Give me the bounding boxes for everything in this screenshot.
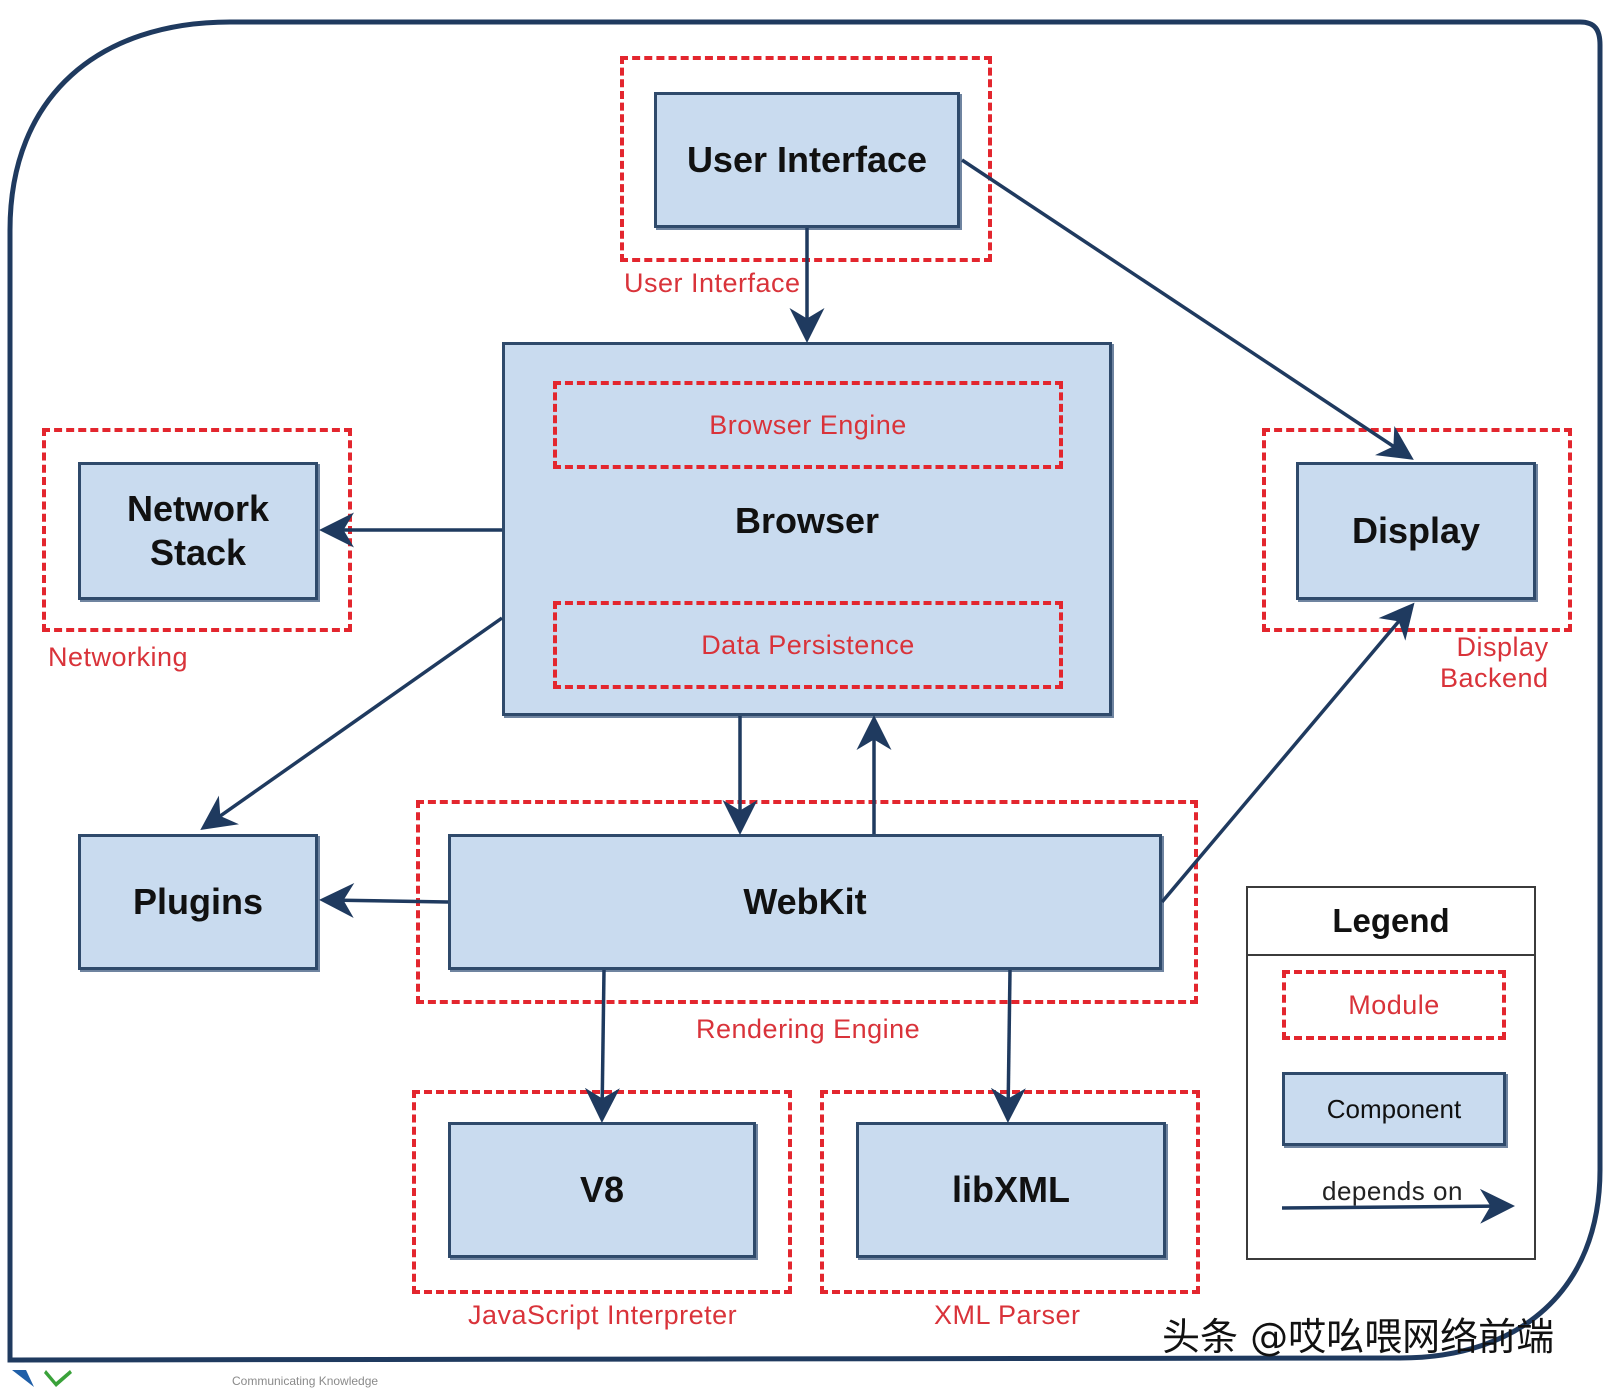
module-display-backend [1262, 428, 1572, 632]
arrow-ui-to-display [961, 158, 1414, 460]
legend-depends-label: depends on [1322, 1176, 1463, 1206]
legend-component-label: Component [1326, 1093, 1462, 1124]
arrow-webkit-to-v8 [584, 969, 620, 1123]
legend-component-sample: Component [1282, 1072, 1506, 1146]
component-webkit: WebKit [448, 834, 1162, 970]
module-label-display-backend: Display Backend [1440, 632, 1549, 693]
module-browser-engine: Browser Engine [553, 381, 1063, 469]
component-label-network-stack: Network Stack [126, 488, 270, 573]
module-data-persistence: Data Persistence [553, 601, 1063, 689]
module-label-user-interface: User Interface [624, 268, 801, 298]
component-label-libxml: libXML [952, 1169, 1070, 1210]
component-libxml: libXML [856, 1122, 1166, 1258]
component-label-v8: V8 [579, 1169, 625, 1210]
component-network-stack: Network Stack [78, 462, 318, 600]
component-display: Display [1296, 462, 1536, 600]
module-label-javascript-interpreter: JavaScript Interpreter [468, 1300, 738, 1330]
legend-module-label: Module [1348, 989, 1440, 1020]
footer-logo-icon [12, 1370, 72, 1387]
legend-title: Legend [1248, 888, 1534, 956]
component-label-browser: Browser [734, 500, 880, 541]
component-label-plugins: Plugins [132, 881, 263, 922]
component-browser: Browser Engine Browser Data Persistence [502, 342, 1112, 716]
component-label-display: Display [1351, 510, 1481, 551]
component-label-user-interface: User Interface [686, 139, 928, 180]
arrow-webkit-to-display [1160, 602, 1415, 904]
component-plugins: Plugins [78, 834, 318, 970]
module-label-data-persistence: Data Persistence [701, 629, 915, 660]
arrow-webkit-to-libxml [990, 969, 1026, 1123]
watermark: 头条 @哎吆喂网络前端 [1162, 1315, 1555, 1359]
footer-tagline: Communicating Knowledge [232, 1374, 379, 1388]
module-label-networking: Networking [48, 642, 189, 672]
module-label-rendering-engine: Rendering Engine [696, 1014, 921, 1044]
legend-module-sample: Module [1282, 970, 1506, 1040]
arrow-browser-to-plugins [200, 616, 504, 831]
component-v8: V8 [448, 1122, 756, 1258]
legend-arrow-sample [1281, 1188, 1515, 1224]
component-user-interface: User Interface [654, 92, 960, 228]
module-label-xml-parser: XML Parser [934, 1300, 1081, 1330]
component-label-webkit: WebKit [743, 881, 867, 922]
module-label-browser-engine: Browser Engine [709, 409, 907, 440]
arrow-webkit-to-plugins [319, 882, 449, 918]
